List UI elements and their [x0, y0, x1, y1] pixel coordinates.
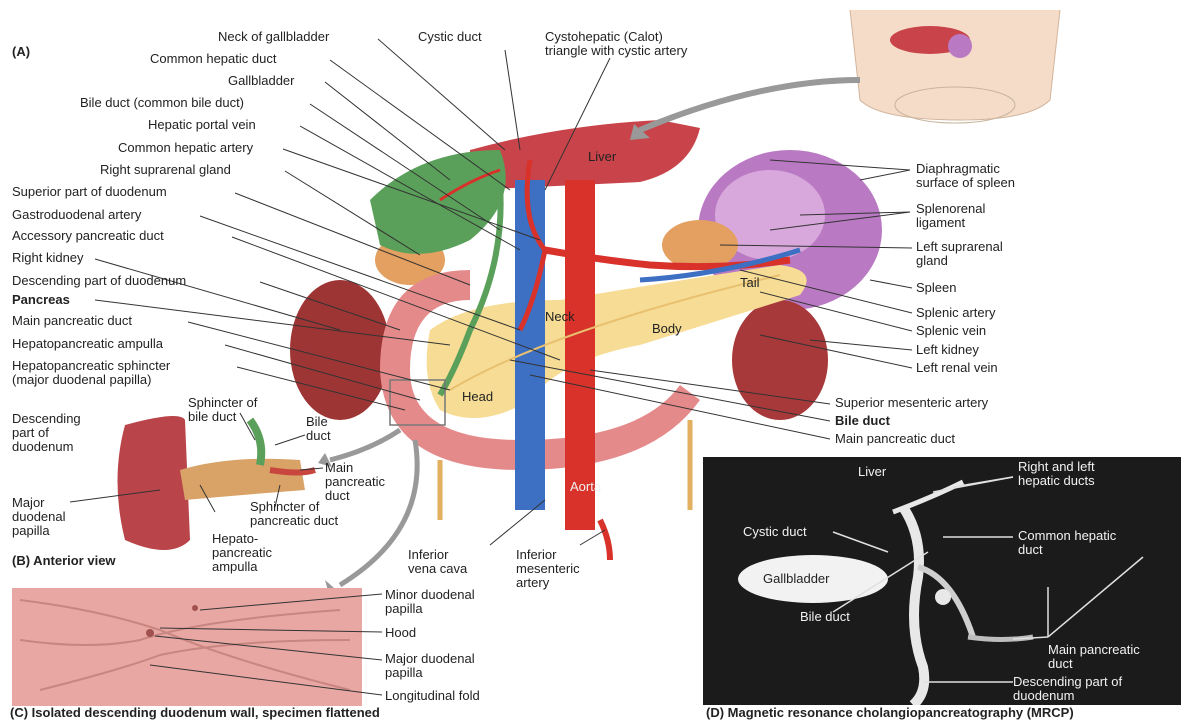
- right-kidney-shape: [290, 280, 390, 420]
- d-label-bile-duct: Bile duct: [800, 610, 850, 624]
- organ-label-aorta: Aorta: [570, 480, 601, 494]
- gallbladder-shape: [370, 150, 506, 254]
- d-label-gallbladder: Gallbladder: [763, 572, 830, 586]
- c-label-major-2: papilla: [385, 666, 423, 680]
- organ-label-liver: Liver: [588, 150, 616, 164]
- label-hepatic-portal-vein: Hepatic portal vein: [148, 118, 256, 132]
- c-label-fold: Longitudinal fold: [385, 689, 480, 703]
- c-label-hood: Hood: [385, 626, 416, 640]
- b-label-main-1: Main: [325, 461, 353, 475]
- label-left-suprarenal-2: gland: [916, 254, 948, 268]
- panel-d-caption: (D) Magnetic resonance cholangiopancreat…: [706, 705, 1074, 720]
- panel-c-caption: (C) Isolated descending duodenum wall, s…: [10, 705, 380, 720]
- b-label-sphincter-bile-1: Sphincter of: [188, 396, 257, 410]
- b-label-sphincter-bile-2: bile duct: [188, 410, 236, 424]
- c-label-major-1: Major duodenal: [385, 652, 475, 666]
- b-label-hepato-2: pancreatic: [212, 546, 272, 560]
- label-calot-1: Cystohepatic (Calot): [545, 30, 663, 44]
- label-pancreas: Pancreas: [12, 293, 70, 307]
- label-superior-mesenteric-artery: Superior mesenteric artery: [835, 396, 988, 410]
- d-label-common-2: duct: [1018, 543, 1043, 557]
- label-superior-part-duodenum: Superior part of duodenum: [12, 185, 167, 199]
- torso-inset: [850, 10, 1060, 120]
- d-label-desc-2: duodenum: [1013, 689, 1074, 703]
- label-right-suprarenal-gland: Right suprarenal gland: [100, 163, 231, 177]
- label-ima-3: artery: [516, 576, 549, 590]
- b-label-hepato-3: ampulla: [212, 560, 258, 574]
- b-label-sphincter-panc-2: pancreatic duct: [250, 514, 338, 528]
- label-diaphragmatic-2: surface of spleen: [916, 176, 1015, 190]
- label-ivc-2: vena cava: [408, 562, 467, 576]
- panel-b-caption: (B) Anterior view: [12, 553, 116, 568]
- label-diaphragmatic-1: Diaphragmatic: [916, 162, 1000, 176]
- d-label-hepatic-1: Right and left: [1018, 460, 1095, 474]
- organ-label-tail: Tail: [740, 276, 760, 290]
- d-label-desc-1: Descending part of: [1013, 675, 1122, 689]
- label-splenic-vein: Splenic vein: [916, 324, 986, 338]
- b-label-desc-3: duodenum: [12, 440, 73, 454]
- label-splenic-artery: Splenic artery: [916, 306, 995, 320]
- organ-label-body: Body: [652, 322, 682, 336]
- b-label-bile-1: Bile: [306, 415, 328, 429]
- label-left-kidney: Left kidney: [916, 343, 979, 357]
- label-accessory-pancreatic-duct: Accessory pancreatic duct: [12, 229, 164, 243]
- label-common-hepatic-artery: Common hepatic artery: [118, 141, 253, 155]
- label-ivc-1: Inferior: [408, 548, 448, 562]
- label-main-pancreatic-duct-right: Main pancreatic duct: [835, 432, 955, 446]
- label-splenorenal-1: Splenorenal: [916, 202, 985, 216]
- b-label-hepato-1: Hepato-: [212, 532, 258, 546]
- organ-label-head: Head: [462, 390, 493, 404]
- label-bile-duct-common: Bile duct (common bile duct): [80, 96, 244, 110]
- label-descending-part-duodenum: Descending part of duodenum: [12, 274, 186, 288]
- label-bile-duct-right: Bile duct: [835, 414, 890, 428]
- label-hepatopancreatic-ampulla: Hepatopancreatic ampulla: [12, 337, 163, 351]
- label-spleen: Spleen: [916, 281, 956, 295]
- mrcp-image: Liver Right and left hepatic ducts Cysti…: [703, 457, 1181, 705]
- d-label-liver: Liver: [858, 465, 886, 479]
- b-label-major-2: duodenal: [12, 510, 66, 524]
- label-gastroduodenal-artery: Gastroduodenal artery: [12, 208, 141, 222]
- label-cystic-duct: Cystic duct: [418, 30, 482, 44]
- d-label-main-1: Main pancreatic: [1048, 643, 1140, 657]
- aorta-shape: [565, 180, 595, 530]
- b-label-bile-2: duct: [306, 429, 331, 443]
- label-left-suprarenal-1: Left suprarenal: [916, 240, 1003, 254]
- panel-b-duodenum: [118, 416, 191, 550]
- label-splenorenal-2: ligament: [916, 216, 965, 230]
- label-gallbladder: Gallbladder: [228, 74, 295, 88]
- label-major-duodenal-papilla-paren: (major duodenal papilla): [12, 373, 151, 387]
- label-main-pancreatic-duct-left: Main pancreatic duct: [12, 314, 132, 328]
- label-right-kidney: Right kidney: [12, 251, 84, 265]
- label-common-hepatic-duct: Common hepatic duct: [150, 52, 276, 66]
- label-calot-2: triangle with cystic artery: [545, 44, 687, 58]
- b-label-sphincter-panc-1: Sphincter of: [250, 500, 319, 514]
- b-label-major-1: Major: [12, 496, 45, 510]
- organ-label-neck: Neck: [545, 310, 575, 324]
- label-hepatopancreatic-sphincter: Hepatopancreatic sphincter: [12, 359, 170, 373]
- d-label-common-1: Common hepatic: [1018, 529, 1116, 543]
- label-ima-2: mesenteric: [516, 562, 580, 576]
- b-label-major-3: papilla: [12, 524, 50, 538]
- label-left-renal-vein: Left renal vein: [916, 361, 998, 375]
- d-label-cystic: Cystic duct: [743, 525, 807, 539]
- b-label-main-3: duct: [325, 489, 350, 503]
- label-neck-of-gallbladder: Neck of gallbladder: [218, 30, 329, 44]
- c-label-minor-2: papilla: [385, 602, 423, 616]
- panel-a-letter: (A): [12, 44, 30, 59]
- d-label-main-2: duct: [1048, 657, 1073, 671]
- b-label-desc-2: part of: [12, 426, 49, 440]
- c-label-minor-1: Minor duodenal: [385, 588, 475, 602]
- d-label-hepatic-2: hepatic ducts: [1018, 474, 1095, 488]
- b-label-desc-1: Descending: [12, 412, 81, 426]
- label-ima-1: Inferior: [516, 548, 556, 562]
- b-label-main-2: pancreatic: [325, 475, 385, 489]
